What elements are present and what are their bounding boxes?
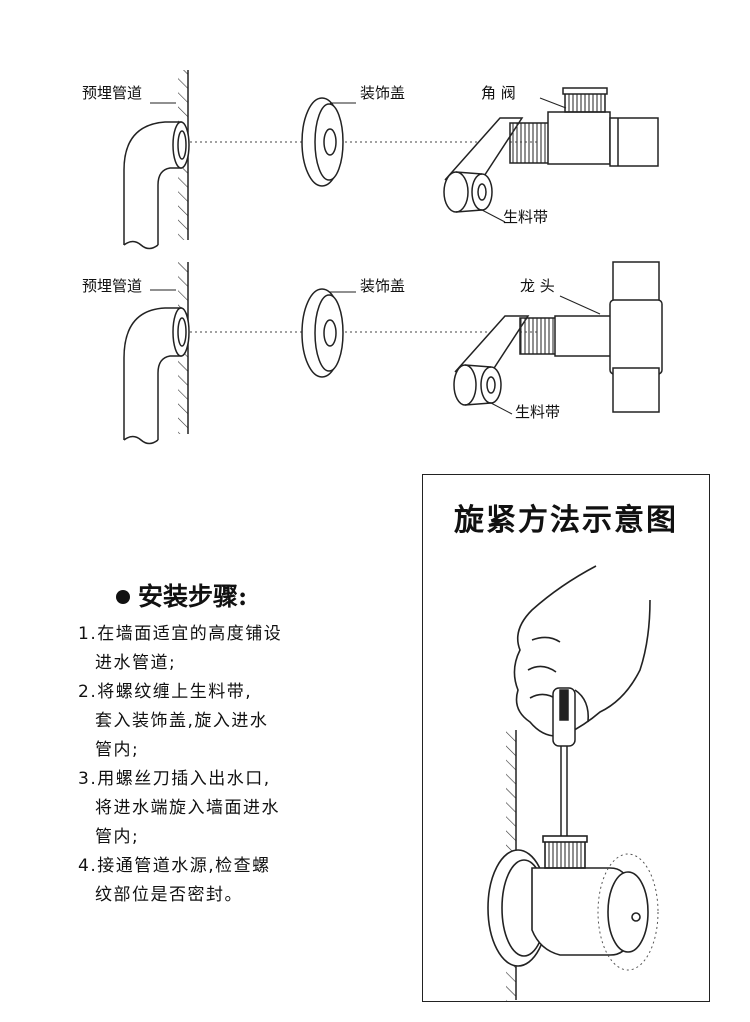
step-line: 管内; [95, 827, 140, 847]
steps-title: 安装步骤: [116, 582, 398, 612]
step-line: 进水管道; [95, 653, 177, 673]
step-line: 2.将螺纹缠上生料带, [78, 682, 253, 702]
step-line: 套入装饰盖,旋入进水 [95, 711, 269, 731]
step-line: 4.接通管道水源,检查螺 [78, 856, 271, 876]
step-line: 3.用螺丝刀插入出水口, [78, 769, 271, 789]
step-2: 2.将螺纹缠上生料带, 套入装饰盖,旋入进水 管内; [78, 678, 398, 765]
step-1: 1.在墙面适宜的高度铺设 进水管道; [78, 620, 398, 678]
diagram-1 [123, 70, 659, 250]
label-ptfe-tape: 生料带 [515, 403, 561, 421]
step-line: 管内; [95, 740, 140, 760]
steps-title-text: 安装步骤: [138, 582, 248, 611]
label-embedded-pipe: 预埋管道 [82, 277, 143, 295]
step-line: 将进水端旋入墙面进水 [95, 798, 280, 818]
label-decorative-cover: 装饰盖 [360, 277, 406, 295]
label-ptfe-tape: 生料带 [503, 208, 549, 226]
diagram-2 [123, 261, 663, 445]
elbow-pipe-icon [123, 121, 190, 250]
screwdriver-icon [552, 687, 576, 838]
label-faucet: 龙 头 [520, 277, 555, 295]
label-embedded-pipe: 预埋管道 [82, 84, 143, 102]
label-decorative-cover: 装饰盖 [360, 84, 406, 102]
tape-roll-icon [443, 117, 524, 213]
step-3: 3.用螺丝刀插入出水口, 将进水端旋入墙面进水 管内; [78, 765, 398, 852]
bullet-icon [116, 590, 130, 604]
installation-steps: 安装步骤: 1.在墙面适宜的高度铺设 进水管道; 2.将螺纹缠上生料带, 套入装… [78, 582, 398, 910]
step-line: 1.在墙面适宜的高度铺设 [78, 624, 283, 644]
panel-title: 旋紧方法示意图 [454, 503, 678, 538]
step-line: 纹部位是否密封。 [95, 885, 243, 905]
tightening-illustration [487, 565, 659, 1002]
angle-valve-icon [487, 835, 659, 971]
label-angle-valve: 角 阀 [481, 84, 516, 102]
cover-plate-icon [301, 288, 344, 378]
faucet-icon [519, 261, 663, 413]
step-4: 4.接通管道水源,检查螺 纹部位是否密封。 [78, 852, 398, 910]
elbow-pipe-icon [123, 307, 190, 445]
hand-icon [513, 565, 651, 737]
cover-plate-icon [301, 97, 344, 187]
tightening-method-panel: 旋紧方法示意图 [422, 474, 710, 1002]
tape-roll-icon [453, 315, 530, 406]
angle-valve-icon [509, 87, 659, 167]
